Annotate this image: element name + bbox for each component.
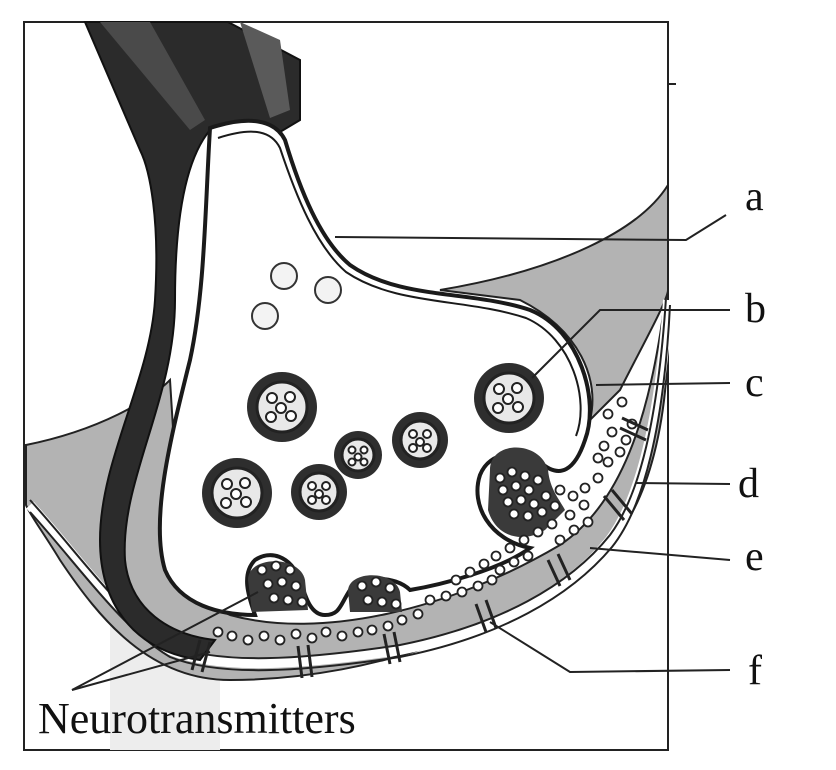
vesicles xyxy=(251,262,342,330)
neurotransmitters-caption: Neurotransmitters xyxy=(38,694,356,743)
label-e: e xyxy=(745,534,764,580)
leader-line-a xyxy=(334,214,727,242)
label-b: b xyxy=(745,286,766,332)
presynaptic-membrane-inner xyxy=(217,130,582,437)
leader-line-e xyxy=(589,547,731,561)
label-d: d xyxy=(738,461,759,507)
receptors xyxy=(190,416,649,679)
leader-line-neuro-2 xyxy=(71,651,211,691)
leader-line-b xyxy=(531,309,730,379)
label-a: a xyxy=(745,174,764,220)
myelin-band xyxy=(100,22,205,130)
label-c: c xyxy=(745,360,764,406)
leader-line-f xyxy=(489,621,731,674)
leader-line-neuro-1 xyxy=(71,591,259,691)
leader-line-d xyxy=(635,482,731,485)
label-f: f xyxy=(748,648,762,694)
leader-lines xyxy=(71,214,731,691)
neurotransmitter-particles xyxy=(212,396,638,646)
axon-highlight xyxy=(240,22,290,118)
leader-line-c xyxy=(595,382,731,386)
synaptic-vesicles xyxy=(202,363,544,528)
